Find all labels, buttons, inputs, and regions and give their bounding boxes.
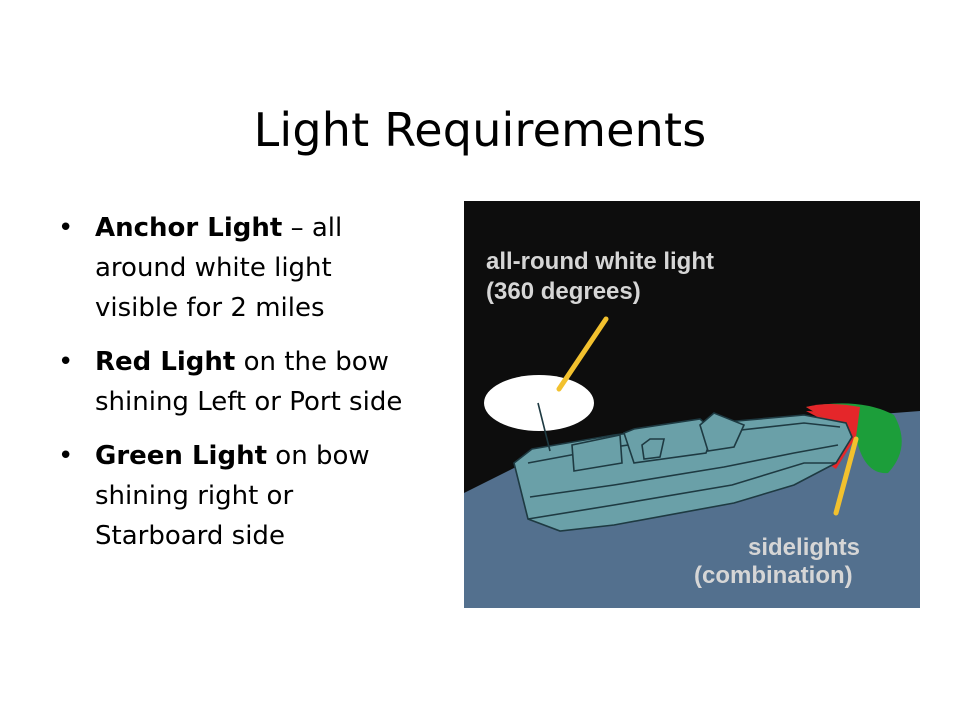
bullet-text: visible for 2 miles bbox=[95, 293, 325, 323]
bullet-text: shining Left or Port side bbox=[95, 387, 403, 417]
bullet-text: on bow bbox=[267, 441, 370, 471]
bullet-icon: • bbox=[58, 441, 74, 471]
boat-deck-seat bbox=[571, 434, 623, 472]
boat bbox=[513, 402, 853, 532]
bullet-text: on the bow bbox=[235, 347, 389, 377]
bullet-term: Red Light bbox=[95, 347, 236, 377]
bullet-text: around white light bbox=[95, 253, 332, 283]
pointer-to-white-light bbox=[556, 316, 609, 392]
bullet-item-green-light: • Green Light on bow shining right or St… bbox=[58, 436, 458, 556]
boat-seat bbox=[641, 438, 665, 460]
slide-title: Light Requirements bbox=[253, 102, 707, 157]
boat-mast bbox=[537, 402, 551, 452]
bullet-term: Green Light bbox=[95, 441, 268, 471]
bullet-text: – all bbox=[282, 213, 343, 243]
label-bottom-line1: sidelights bbox=[748, 534, 860, 561]
bullet-icon: • bbox=[58, 213, 74, 243]
boat-lights-svg: all-round white light (360 degrees) side… bbox=[464, 201, 920, 608]
boat-lights-illustration: all-round white light (360 degrees) side… bbox=[464, 201, 920, 608]
bullet-term: Anchor Light bbox=[95, 213, 283, 243]
bullet-text: Starboard side bbox=[95, 521, 285, 551]
bullet-item-red-light: • Red Light on the bow shining Left or P… bbox=[58, 342, 458, 422]
bullet-item-anchor-light: • Anchor Light – all around white light … bbox=[58, 208, 458, 328]
bullet-text: shining right or bbox=[95, 481, 294, 511]
label-bottom-line2: (combination) bbox=[694, 562, 853, 589]
white-light-ellipse bbox=[484, 375, 594, 431]
bullet-icon: • bbox=[58, 347, 74, 377]
label-top-line1: all-round white light bbox=[486, 248, 714, 275]
label-top-line2: (360 degrees) bbox=[486, 278, 641, 305]
bullet-list: • Anchor Light – all around white light … bbox=[58, 208, 458, 570]
pointer-to-sidelights bbox=[833, 436, 859, 516]
boat-windshield bbox=[699, 412, 746, 452]
